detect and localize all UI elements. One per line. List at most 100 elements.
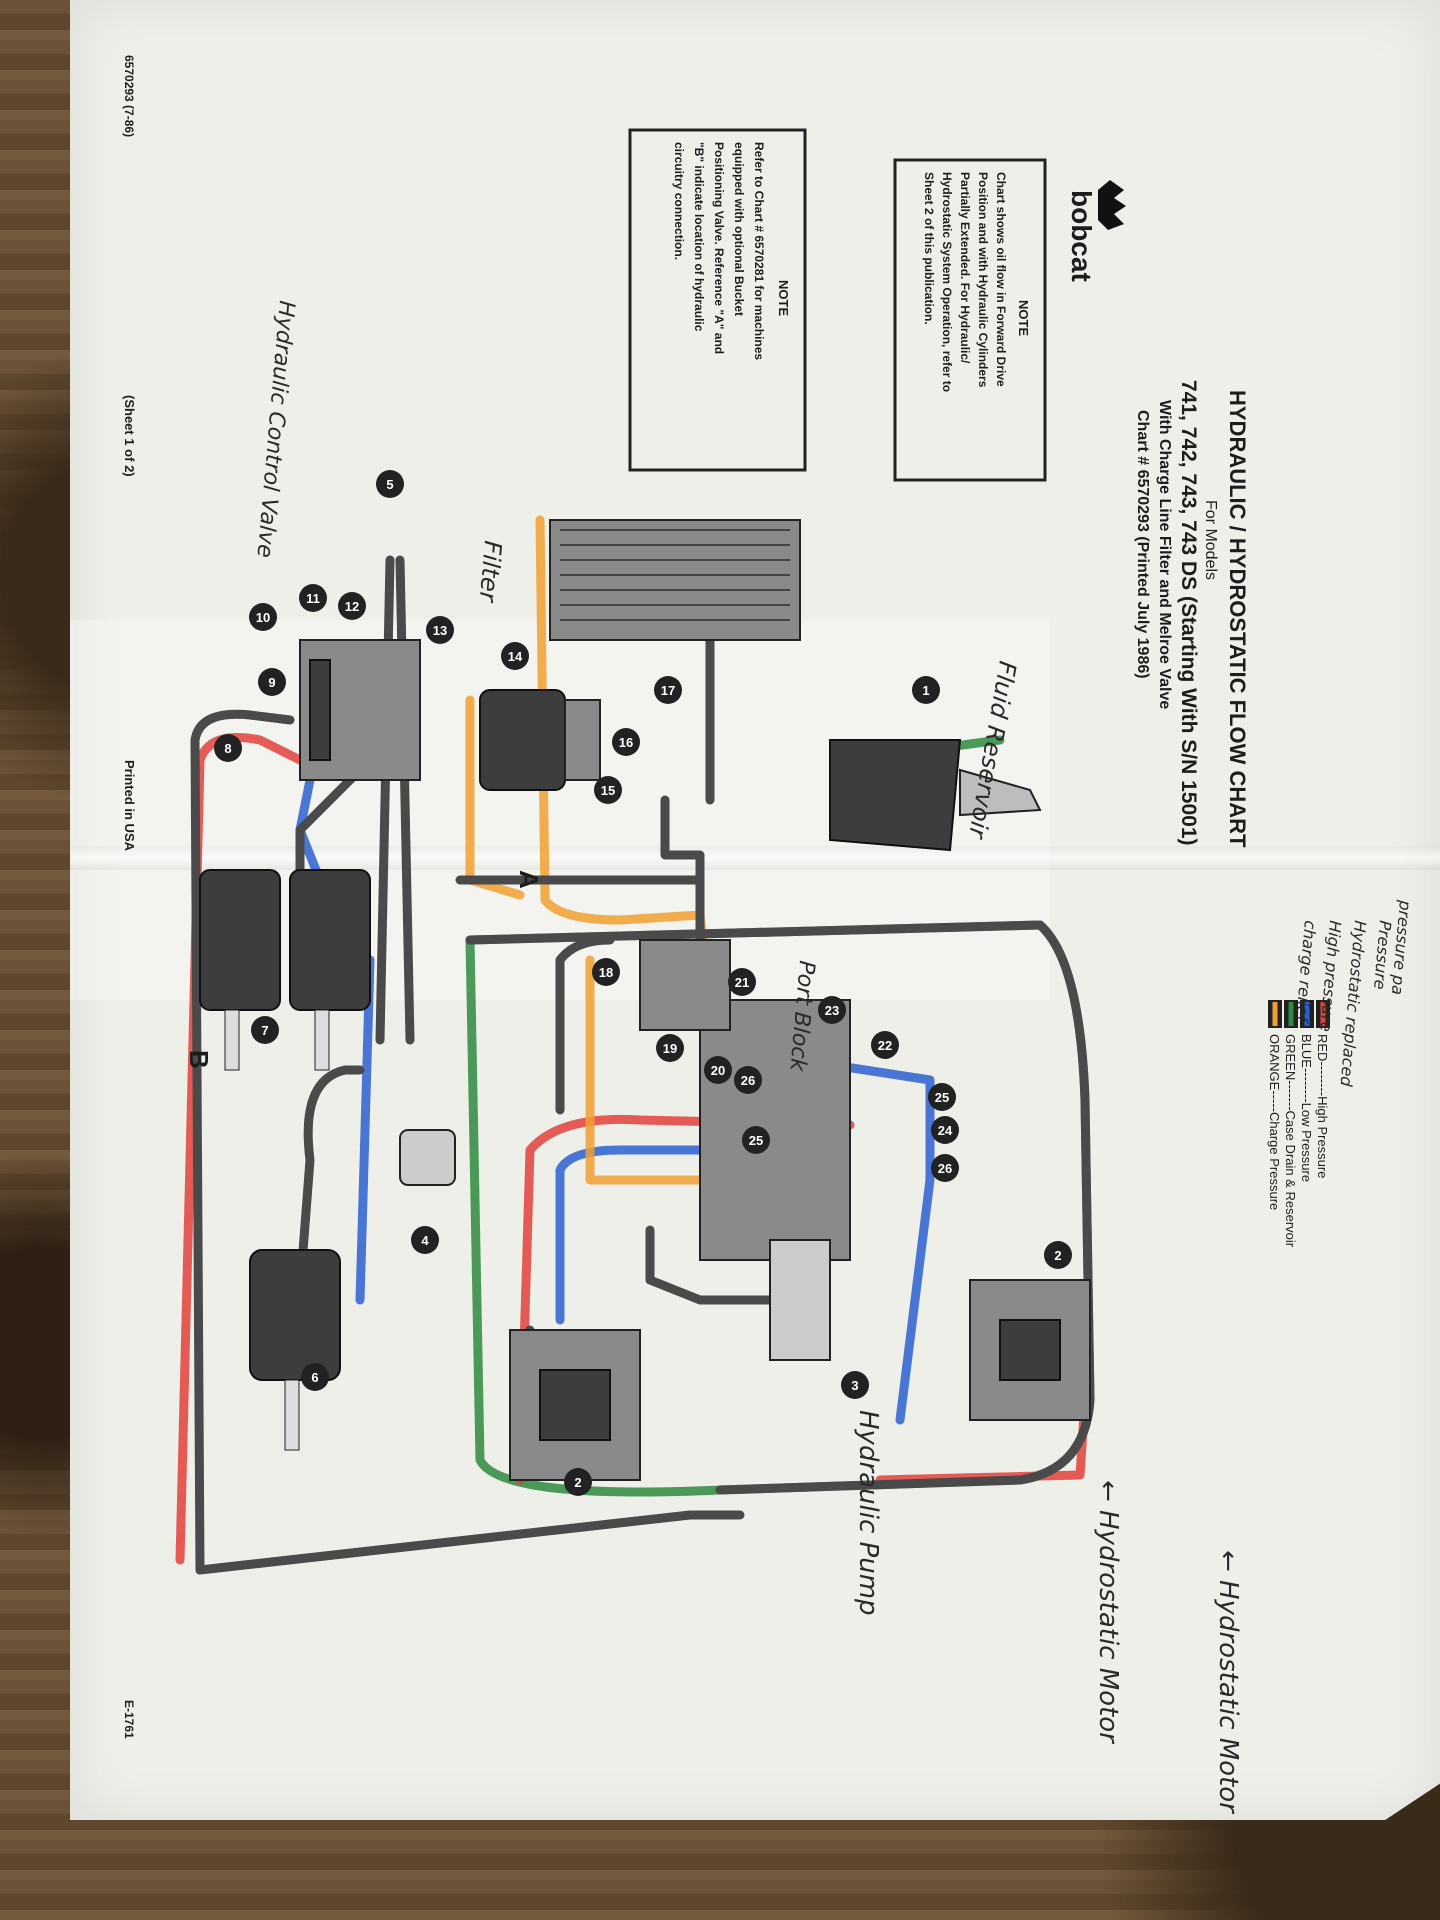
lift-cylinders [199, 869, 371, 1071]
note-2-line-2: equipped with optional Bucket [732, 142, 746, 316]
note-2-line-3: Positioning Valve. Reference "A" and [712, 142, 726, 354]
hydrostatic-motor-right [969, 1279, 1091, 1421]
svg-text:25: 25 [749, 1133, 763, 1148]
svg-text:21: 21 [735, 975, 749, 990]
hydraulic-pump-body [699, 999, 851, 1261]
charge-filter-canister [479, 689, 566, 791]
svg-text:22: 22 [878, 1038, 892, 1053]
blue-low-pressure-left [295, 775, 375, 1305]
lift-cylinder-2 [289, 869, 371, 1011]
svg-text:25: 25 [935, 1090, 949, 1105]
note-2-heading: NOTE [776, 280, 791, 316]
svg-text:10: 10 [256, 610, 270, 625]
callout-18: 18 [592, 958, 620, 986]
svg-text:15: 15 [601, 783, 615, 798]
chart-title: HYDRAULIC / HYDROSTATIC FLOW CHART [1225, 390, 1250, 848]
callout-13: 13 [426, 616, 454, 644]
pipe-tilt-cylinder [295, 1065, 365, 1295]
svg-text:23: 23 [825, 1003, 839, 1018]
note-box-1: NOTE Chart shows oil flow in Forward Dri… [893, 158, 1047, 482]
legend-item-orange: ORANGE-----Charge Pressure [1267, 1000, 1282, 1210]
callout-17: 17 [654, 676, 682, 704]
svg-text:1: 1 [922, 683, 929, 698]
chart-number: Chart # 6570293 (Printed July 1986) [1134, 410, 1151, 679]
lift-cylinder-1 [199, 869, 281, 1011]
bobcat-head-icon [1098, 180, 1126, 230]
svg-text:11: 11 [306, 591, 320, 606]
callout-26-bottom: 26 [734, 1066, 762, 1094]
control-valve [299, 639, 421, 781]
pipe-valve-to-lift-b [395, 555, 415, 1045]
note-fluid-reservoir: Fluid Reservoir [963, 659, 1022, 842]
lift-rod-1 [224, 1009, 240, 1071]
svg-text:13: 13 [433, 623, 447, 638]
callout-9: 9 [258, 668, 286, 696]
hydraulic-pump [699, 999, 851, 1361]
note-hydraulic-pump: Hydraulic Pump [853, 1410, 883, 1616]
pipe-main-loop [465, 920, 1095, 1495]
note-hydrostatic-motor-1: ← Hydrostatic Motor [1093, 1480, 1123, 1745]
legend-item-blue: BLUE--------Low Pressure [1299, 1000, 1314, 1182]
callout-5: 5 [376, 470, 404, 498]
callout-10: 10 [249, 603, 277, 631]
svg-text:17: 17 [661, 683, 675, 698]
legend: RED--------High Pressure BLUE--------Low… [1267, 1000, 1330, 1248]
svg-text:12: 12 [345, 599, 359, 614]
tilt-cylinder-body [249, 1249, 341, 1381]
note-control-valve: Hydraulic Control Valve [252, 299, 299, 558]
callout-3: 3 [841, 1371, 869, 1399]
tilt-cylinder [249, 1249, 341, 1451]
note-2-line-4: "B" indicate location of hydraulic [692, 142, 706, 332]
reservoir-tank [829, 739, 962, 852]
oil-cooler-body [549, 519, 801, 641]
chart-for-models: For Models [1202, 500, 1219, 580]
red-pump-line [515, 1114, 855, 1485]
port-block-body [639, 939, 731, 1031]
callout-1: 1 [912, 676, 940, 704]
callout-12: 12 [338, 592, 366, 620]
note-hydrostatic-motor-2: ← Hydrostatic Motor [1213, 1550, 1243, 1815]
bobcat-logo: bobcat [1066, 180, 1126, 282]
reservoir-filler-cap [959, 768, 1042, 817]
legend-item-red: RED--------High Pressure [1315, 1000, 1330, 1178]
port-block [639, 939, 731, 1031]
chart-models: 741, 742, 743, 743 DS (Starting With S/N… [1177, 380, 1200, 846]
svg-text:9: 9 [268, 675, 275, 690]
tilt-cylinder-rod [284, 1379, 300, 1451]
quick-couplers [399, 1129, 456, 1186]
callout-21: 21 [728, 968, 756, 996]
motor-left-rotor [539, 1369, 611, 1441]
legend-label-orange: ORANGE-----Charge Pressure [1267, 1034, 1282, 1210]
svg-text:24: 24 [938, 1123, 953, 1138]
callout-16: 16 [612, 728, 640, 756]
charge-filter [479, 689, 601, 791]
legend-item-green: GREEN-------Case Drain & Reservoir [1283, 1000, 1298, 1248]
svg-text:3: 3 [851, 1378, 858, 1393]
svg-text:26: 26 [741, 1073, 755, 1088]
callout-14: 14 [501, 642, 529, 670]
chart-with-line: With Charge Line Filter and Melroe Valve [1156, 400, 1173, 709]
footer-part-code: 6570293 (7-86) [122, 55, 136, 137]
callout-20: 20 [704, 1056, 732, 1084]
callout-23: 23 [818, 996, 846, 1024]
callout-25-top: 25 [928, 1083, 956, 1111]
footer-page-code: E-1761 [122, 1700, 136, 1739]
note-1-line-2: Position and with Hydraulic Cylinders [976, 172, 990, 388]
svg-text:7: 7 [261, 1023, 268, 1038]
note-box-2-border [628, 128, 807, 472]
callout-8: 8 [214, 734, 242, 762]
callout-6: 6 [301, 1363, 329, 1391]
callout-24: 24 [931, 1116, 959, 1144]
legend-label-blue: BLUE--------Low Pressure [1299, 1034, 1314, 1182]
motor-right-body [969, 1279, 1091, 1421]
quick-coupler-pair [399, 1129, 456, 1186]
note-filter: Filter [474, 539, 507, 605]
pipe-reservoir-drop [660, 795, 705, 945]
svg-text:5: 5 [386, 477, 393, 492]
lift-rod-2 [314, 1009, 330, 1071]
callout-25-bottom: 25 [742, 1126, 770, 1154]
ref-letter-B: B [184, 1050, 214, 1069]
title-block: HYDRAULIC / HYDROSTATIC FLOW CHART For M… [1134, 380, 1250, 848]
brand-name: bobcat [1066, 190, 1097, 282]
